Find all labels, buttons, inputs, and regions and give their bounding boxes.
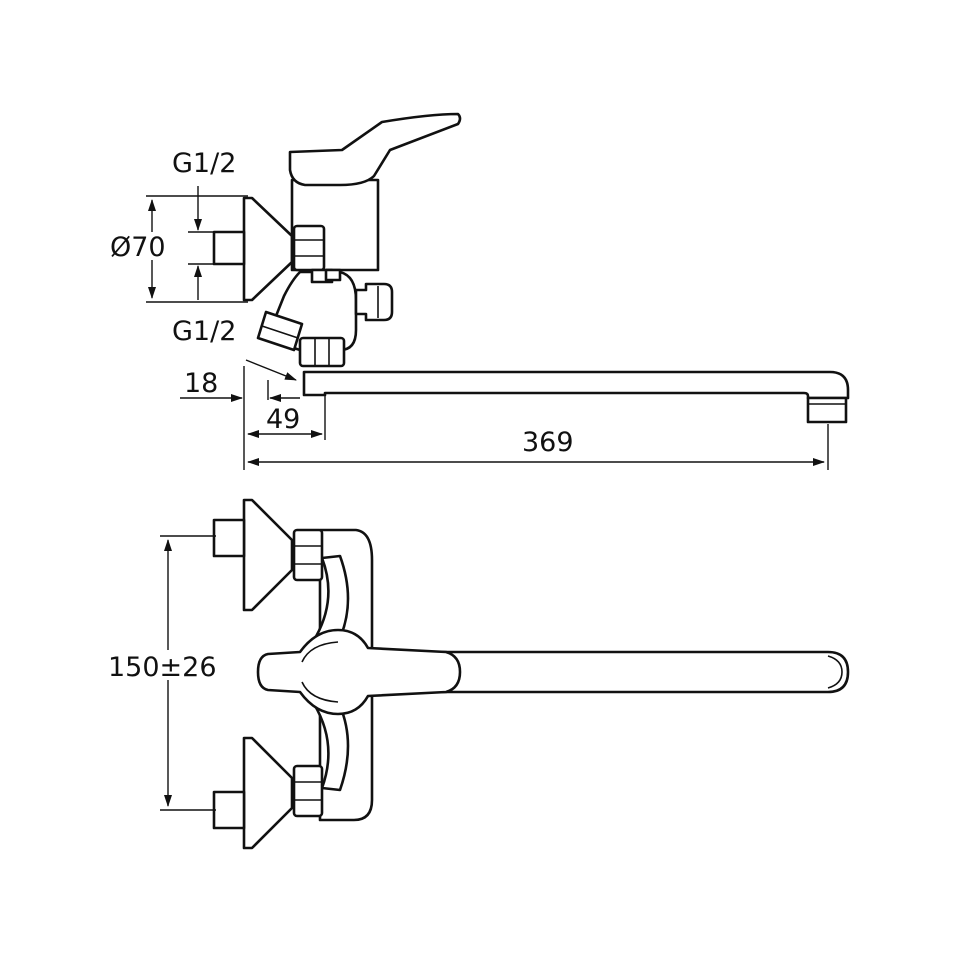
lower-escutcheon [242, 736, 294, 850]
diameter-label: Ø70 [110, 232, 166, 263]
spout-side [302, 370, 850, 400]
spout-length-label: 369 [522, 427, 574, 458]
thread-top-label: G1/2 [172, 148, 236, 179]
handle-top [256, 628, 462, 716]
dim-depth: 49 [247, 396, 326, 440]
depth-label: 49 [266, 404, 300, 435]
angled-connector [256, 310, 304, 352]
spout-top [370, 650, 850, 694]
upper-escutcheon [242, 498, 294, 612]
wall-escutcheon [242, 196, 294, 302]
dim-spout-length: 369 [247, 424, 829, 470]
side-view: Ø70 G1/2 G1/2 18 49 [108, 112, 850, 470]
upper-nut-top [292, 528, 324, 582]
offset-label: 18 [184, 368, 218, 399]
aerator [806, 396, 848, 424]
dim-offset: 18 [180, 366, 300, 470]
upper-nut [292, 224, 326, 272]
lower-nut [298, 336, 346, 368]
top-view: 150±26 [106, 498, 850, 850]
lower-inlet-pipe [212, 790, 246, 830]
lower-nut-top [292, 764, 324, 818]
dim-diameter: Ø70 [108, 195, 248, 303]
dim-thread-top: G1/2 [172, 148, 236, 300]
upper-inlet-pipe [212, 518, 246, 558]
center-distance-label: 150±26 [108, 652, 217, 683]
diverter-knob [354, 282, 394, 322]
handle-lever-side [288, 112, 462, 187]
dim-center-distance: 150±26 [106, 535, 218, 811]
thread-bottom-label: G1/2 [172, 316, 236, 347]
dim-thread-bottom: G1/2 [172, 316, 297, 381]
inlet-pipe-side [212, 230, 246, 266]
